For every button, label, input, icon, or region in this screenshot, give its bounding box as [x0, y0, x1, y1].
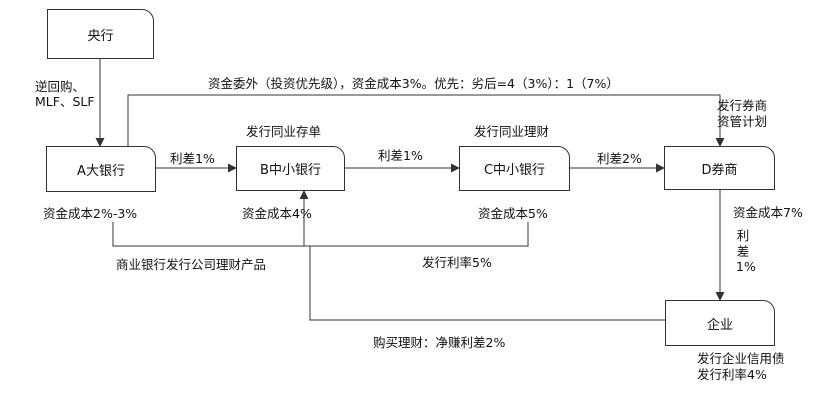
central-bank-label: 央行 [87, 28, 114, 44]
top-delegation-label: 资金委外（投资优先级），资金成本3%。优先：劣后=4（3%）：1（7%） [208, 76, 619, 91]
bank-c-label: C中小银行 [483, 163, 546, 178]
cost-d-label: 资金成本7% [733, 205, 803, 220]
arrow-enterprise-to-b [309, 246, 665, 321]
bank-a-label: A大银行 [77, 163, 125, 179]
broker-plan-label-line1: 发行券商 [717, 98, 768, 113]
bank-b-label: B中小银行 [260, 163, 321, 178]
repo-label-line2: MLF、SLF [35, 94, 95, 109]
bank-c-node: C中小银行 [459, 146, 570, 191]
bond-label-line2: 发行利率4% [697, 367, 767, 382]
spread-cd-label: 利差2% [597, 151, 642, 166]
broker-plan-label-line2: 资管计划 [717, 114, 768, 129]
spread-bc-label: 利差1% [378, 148, 423, 163]
central-bank-node: 央行 [47, 9, 154, 59]
broker-d-node: D券商 [664, 146, 775, 190]
bank-a-node: A大银行 [46, 146, 156, 192]
issue-rate-5-label: 发行利率5% [422, 255, 492, 270]
cost-c-label: 资金成本5% [478, 206, 548, 221]
broker-d-label: D券商 [701, 162, 738, 178]
bank-wmp-label: 商业银行发行公司理财产品 [116, 257, 267, 272]
buy-wmp-label: 购买理财：净赚利差2% [373, 335, 506, 350]
arrow-a-to-d-top [127, 94, 725, 147]
issue-wmp-label: 发行同业理财 [474, 124, 550, 139]
arrow-a-c-to-b-bottom [112, 222, 529, 247]
repo-label-line1: 逆回购、 [35, 79, 86, 94]
cost-b-label: 资金成本4% [242, 206, 312, 221]
spread-vertical-label: 利差 1% [736, 228, 756, 275]
bond-label-line1: 发行企业信用债 [697, 351, 785, 366]
bank-b-node: B中小银行 [236, 146, 345, 191]
spread-ab-label: 利差1% [170, 151, 215, 166]
issue-cd-label: 发行同业存单 [246, 124, 322, 139]
cost-a-label: 资金成本2%-3% [43, 206, 138, 221]
enterprise-label: 企业 [706, 317, 733, 333]
enterprise-node: 企业 [665, 300, 775, 346]
